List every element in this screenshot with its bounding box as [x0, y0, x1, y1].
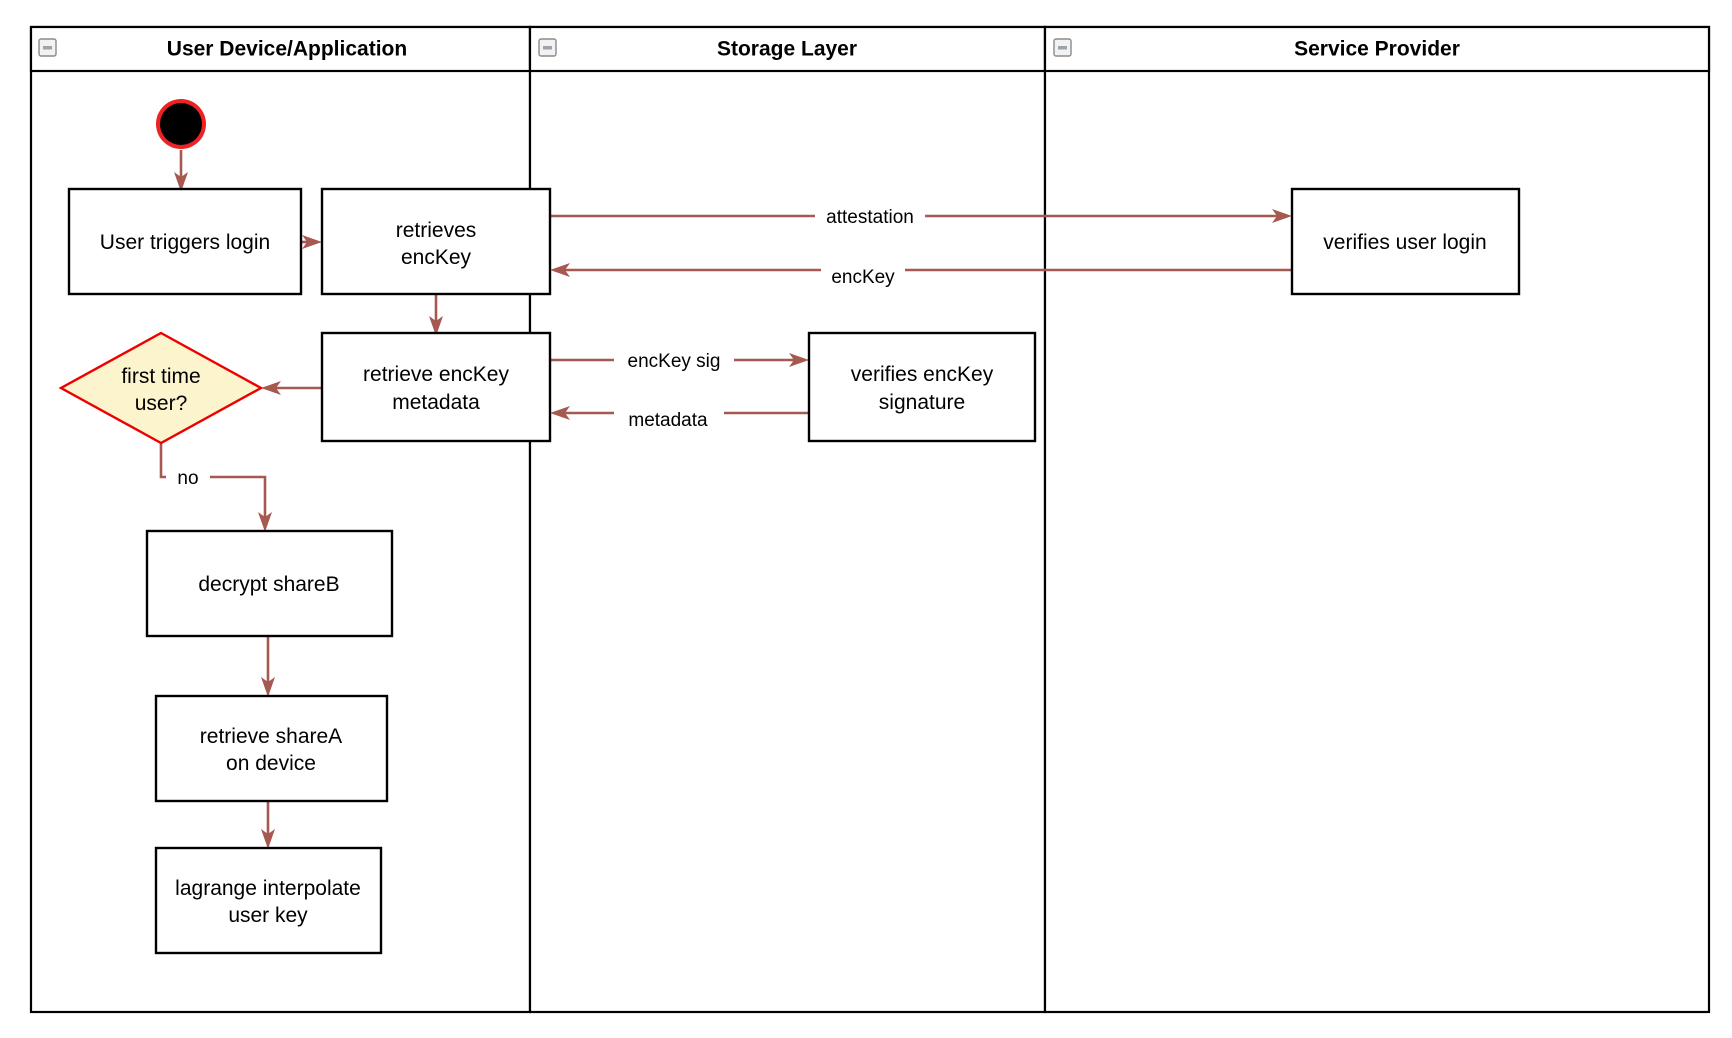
node-retrieves-enckey[interactable]: retrieves encKey [320, 187, 552, 296]
minimize-icon[interactable] [538, 38, 557, 57]
node-lagrange-interpolate-user-key[interactable]: lagrange interpolate user key [154, 846, 383, 955]
node-decrypt-shareb[interactable]: decrypt shareB [145, 529, 394, 638]
node-verifies-user-login[interactable]: verifies user login [1290, 187, 1521, 296]
edge-group: attestation encKey encKey sig [159, 150, 1292, 849]
edge-decrypt-to-retrieve [261, 636, 275, 697]
swimlane-storage-layer[interactable]: Storage Layer [528, 25, 1047, 1014]
swimlane-title-user-device: User Device/Application [167, 38, 407, 61]
swimlane-body-storage-layer [528, 25, 1047, 1014]
node-label-retrieve-enckey-metadata-line2: metadata [392, 391, 480, 414]
edge-retrieve-to-lagrange [261, 801, 275, 849]
swimlane-header-user-device [29, 25, 532, 73]
node-group: User triggers login retrieves encKey fir… [58, 99, 1521, 955]
edge-metadata: metadata [550, 401, 809, 431]
node-label-user-triggers-login: User triggers login [100, 231, 270, 254]
swimlane-service-provider[interactable]: Service Provider [1043, 25, 1711, 1014]
node-label-retrieve-enckey-metadata-line1: retrieve encKey [363, 363, 509, 386]
node-label-verifies-user-login: verifies user login [1323, 231, 1486, 254]
minimize-icon[interactable] [38, 38, 57, 57]
node-verifies-enckey-signature[interactable]: verifies encKey signature [807, 331, 1037, 443]
edge-label-enckey-sig: encKey sig [628, 351, 721, 372]
node-label-retrieves-enckey-line1: retrieves [396, 219, 477, 242]
node-first-time-user-decision[interactable]: first time user? [58, 331, 264, 445]
swimlane-title-service-provider: Service Provider [1294, 38, 1460, 61]
edge-retrieves-to-metadata [429, 294, 443, 336]
edge-start-to-login [174, 150, 188, 192]
edge-label-backdrop-metadata [614, 401, 724, 425]
edge-enckey-sig: encKey sig [550, 348, 809, 372]
edge-label-backdrop-no [166, 465, 210, 489]
node-retrieve-enckey-metadata[interactable]: retrieve encKey metadata [320, 331, 552, 443]
swimlane-title-storage-layer: Storage Layer [717, 38, 857, 61]
node-label-retrieve-sharea-line1: retrieve shareA [200, 725, 342, 748]
edge-label-enckey: encKey [831, 267, 895, 288]
swimlane-body-service-provider [1043, 25, 1711, 1014]
edge-enckey-return: encKey [550, 258, 1292, 288]
edge-label-backdrop-attestation [815, 204, 925, 228]
node-label-verifies-enckey-signature-line1: verifies encKey [851, 363, 994, 386]
node-label-retrieves-enckey-line2: encKey [401, 246, 472, 269]
edge-label-metadata: metadata [628, 410, 708, 431]
node-label-verifies-enckey-signature-line2: signature [879, 391, 965, 414]
minimize-icon[interactable] [1053, 38, 1072, 57]
edge-decision-no: no [159, 443, 272, 532]
node-label-retrieve-sharea-line2: on device [226, 752, 316, 775]
edge-label-attestation: attestation [826, 207, 914, 228]
node-label-lagrange-line1: lagrange interpolate [175, 877, 361, 900]
edge-login-to-retrieves [301, 235, 322, 249]
node-label-first-time-user-line1: first time [121, 365, 200, 388]
start-node[interactable] [156, 99, 206, 149]
edge-label-no: no [177, 468, 198, 489]
node-label-lagrange-line2: user key [228, 904, 308, 927]
node-retrieve-sharea-on-device[interactable]: retrieve shareA on device [154, 694, 389, 803]
node-label-decrypt-shareb: decrypt shareB [198, 573, 339, 596]
edge-label-backdrop-enckey [821, 258, 905, 282]
swimlane-header-service-provider [1043, 25, 1711, 73]
edge-metadata-to-decision [261, 381, 322, 395]
edge-attestation: attestation [550, 204, 1292, 228]
node-user-triggers-login[interactable]: User triggers login [67, 187, 303, 296]
node-label-first-time-user-line2: user? [135, 392, 188, 415]
edge-label-backdrop-enckey-sig [614, 348, 734, 372]
